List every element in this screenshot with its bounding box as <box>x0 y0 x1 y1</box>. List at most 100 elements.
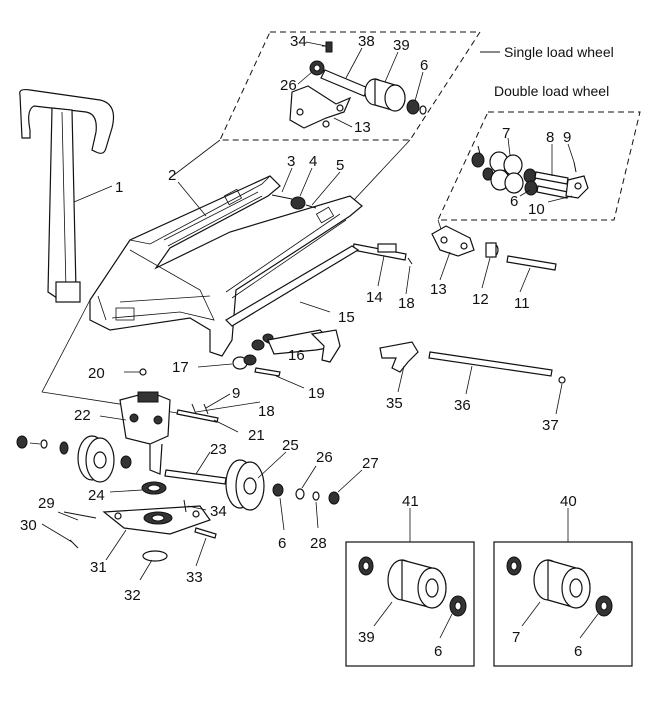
part-label: 17 <box>172 359 189 376</box>
leader-34 <box>187 505 207 511</box>
part-label: 10 <box>528 201 545 218</box>
part-label: 11 <box>514 295 530 312</box>
roller-bracket-part <box>289 85 352 129</box>
part-label: 35 <box>386 395 403 412</box>
base-plate-hole <box>114 512 122 520</box>
part-label: 39 <box>393 37 410 54</box>
leader-39 <box>384 51 399 83</box>
roller-part <box>290 196 306 210</box>
pin-part <box>573 161 577 173</box>
pump-assembly <box>99 368 261 475</box>
leader-29 <box>57 511 79 521</box>
part-label: 13 <box>430 281 447 298</box>
part-label: 6 <box>510 193 518 210</box>
pin-part <box>271 194 293 200</box>
part-label: 12 <box>472 291 489 308</box>
leader-5 <box>311 171 341 206</box>
part-label: 6 <box>420 57 428 74</box>
part-label: 28 <box>310 535 327 552</box>
washer-part <box>313 64 321 72</box>
part-label: 18 <box>258 403 275 420</box>
frame-triangle <box>111 249 215 321</box>
part-label: 18 <box>398 295 415 312</box>
leader-36 <box>465 365 473 395</box>
axle-part <box>320 69 369 97</box>
fork-right-slot <box>231 219 347 299</box>
single-load-wheel-inset <box>169 31 500 216</box>
leader-4 <box>299 167 313 197</box>
leader-25 <box>257 451 287 479</box>
washer-part <box>312 491 320 501</box>
washer-32 <box>142 550 168 562</box>
leader-2 <box>177 181 207 217</box>
washer-part <box>471 152 485 168</box>
part-label: 1 <box>115 179 123 196</box>
roller-part <box>485 242 497 258</box>
part-label: 14 <box>366 289 383 306</box>
part-label: 38 <box>358 33 375 50</box>
part-label: 7 <box>502 125 510 142</box>
roller-bracket-part <box>431 225 475 257</box>
leader-10 <box>547 195 573 203</box>
part-label: 30 <box>20 517 37 534</box>
long-axle-36 <box>428 351 553 377</box>
leader-33 <box>195 537 207 567</box>
double-load-wheel-inset <box>437 111 641 233</box>
washer-part <box>295 488 305 500</box>
caption-double-load-wheel: Double load wheel <box>494 83 609 99</box>
wheel-39-hub <box>425 578 439 598</box>
part-label: 26 <box>280 77 297 94</box>
pin-part <box>305 204 317 209</box>
part-label: 40 <box>560 493 577 510</box>
wheel-part <box>503 154 523 176</box>
leader-23 <box>195 451 211 475</box>
part-label: 24 <box>88 487 105 504</box>
fork-right-slot <box>225 213 341 293</box>
leader-7 <box>507 137 511 156</box>
caption-single-load-wheel: Single load wheel <box>504 44 614 60</box>
lever-part-35 <box>379 341 419 373</box>
leader-6 <box>439 613 453 639</box>
fork-left-edge <box>129 175 271 245</box>
bracket-hole <box>460 242 468 250</box>
axle-part <box>534 171 569 185</box>
rod-connector <box>377 243 397 253</box>
bracket-part <box>243 354 257 366</box>
pin-part <box>254 367 281 377</box>
pin-part <box>477 145 481 155</box>
bearing-24 <box>147 484 161 492</box>
part-label: 6 <box>278 535 286 552</box>
base-plate-hub <box>151 514 165 522</box>
leader-27 <box>337 469 363 493</box>
pump-top <box>137 391 159 403</box>
leader-28 <box>315 501 319 529</box>
leader-26 <box>301 465 317 489</box>
fork-left-window <box>223 188 243 206</box>
steering-wheel-assembly <box>16 435 363 531</box>
handle-shaft <box>47 107 77 301</box>
push-rod-assembly <box>352 225 557 295</box>
fork-left-slot <box>163 191 259 241</box>
leader-39 <box>373 601 393 627</box>
leader-12 <box>481 257 491 289</box>
part-label: 22 <box>74 407 91 424</box>
frame-pocket <box>115 307 135 321</box>
part-label: 34 <box>290 33 307 50</box>
clip-part <box>558 376 566 384</box>
frame-crossbar <box>119 295 211 303</box>
pin-part <box>191 403 197 415</box>
single-wheel-dashed-box <box>219 31 481 141</box>
part-label: 31 <box>90 559 107 576</box>
leader-11 <box>519 267 531 293</box>
washer-part <box>16 435 28 449</box>
part-label: 3 <box>287 153 295 170</box>
part-label: 9 <box>232 385 240 402</box>
handle-base <box>55 281 81 303</box>
wheel-part <box>384 84 406 112</box>
base-plate-assembly <box>41 499 217 581</box>
bearing-part <box>524 180 538 196</box>
part-label: 5 <box>336 157 344 174</box>
leader-7 <box>521 601 541 627</box>
leader-3 <box>281 167 293 193</box>
part-label: 26 <box>316 449 333 466</box>
